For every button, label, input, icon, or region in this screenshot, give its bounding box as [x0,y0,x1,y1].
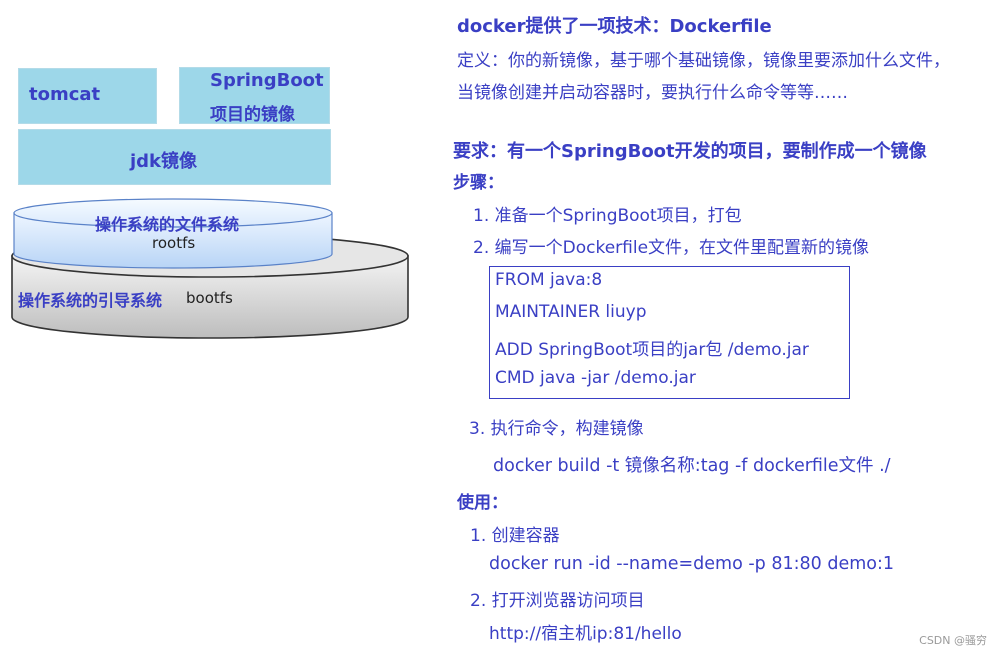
steps-heading: 步骤： [453,173,504,193]
usage-step-1: 1. 创建容器 [470,526,560,546]
definition-line-1: 定义：你的新镜像，基于哪个基础镜像，镜像里要添加什么文件， [457,51,950,71]
bootloader-label: 操作系统的引导系统 [18,291,163,310]
definition-line-2: 当镜像创建并启动容器时，要执行什么命令等等…… [457,83,848,103]
os-disk-diagram [11,198,409,339]
dockerfile-line-from: FROM java:8 [495,270,603,290]
access-url: http://宿主机ip:81/hello [489,624,682,644]
step-3: 3. 执行命令，构建镜像 [469,419,644,439]
usage-step-2: 2. 打开浏览器访问项目 [470,591,645,611]
springboot-image-label: 项目的镜像 [210,105,295,125]
dockerfile-line-maintainer: MAINTAINER liuyp [495,302,647,322]
tomcat-label: tomcat [29,84,101,105]
rootfs-label: rootfs [152,234,196,252]
page-title: docker提供了一项技术：Dockerfile [457,16,772,37]
springboot-image-layer: SpringBoot 项目的镜像 [179,67,330,125]
usage-heading: 使用： [457,493,508,513]
dockerfile-line-cmd: CMD java -jar /demo.jar [495,368,696,388]
bootfs-label: bootfs [186,289,233,307]
dockerfile-line-add: ADD SpringBoot项目的jar包 /demo.jar [495,340,809,360]
csdn-watermark: CSDN @骚穷 [919,634,987,647]
requirement-heading: 要求：有一个SpringBoot开发的项目，要制作成一个镜像 [453,141,927,162]
jdk-image-layer: jdk镜像 [18,129,331,185]
build-command: docker build -t 镜像名称:tag -f dockerfile文件… [493,456,891,476]
dockerfile-box [489,266,850,399]
tomcat-layer: tomcat [18,68,157,124]
rootfs-cylinder [13,198,333,269]
jdk-label: jdk镜像 [130,151,198,172]
filesystem-label: 操作系统的文件系统 [95,215,240,234]
springboot-label: SpringBoot [210,70,324,91]
step-1: 1. 准备一个SpringBoot项目，打包 [473,206,742,226]
step-2: 2. 编写一个Dockerfile文件，在文件里配置新的镜像 [473,238,870,258]
run-command: docker run -id --name=demo -p 81:80 demo… [489,554,895,574]
